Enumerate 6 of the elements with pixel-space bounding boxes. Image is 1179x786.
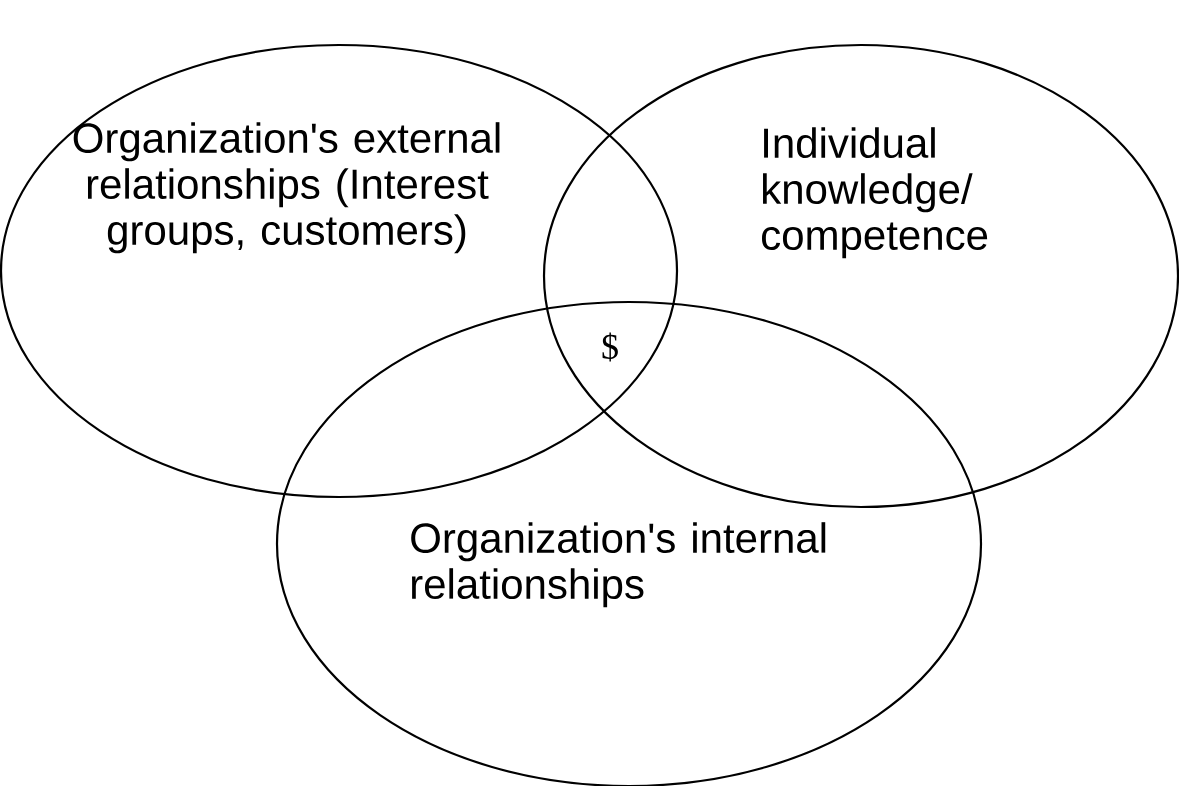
circle-label: Individual knowledge/ competence [762, 127, 988, 259]
venn-circle [0, 43, 679, 499]
overlap-symbol: $ [602, 332, 618, 362]
venn-circle [542, 43, 1179, 509]
circle-label: Organization's external relationships (Interest groups, customers) [73, 122, 500, 254]
circle-label: Organization's internal relationships [411, 522, 826, 608]
